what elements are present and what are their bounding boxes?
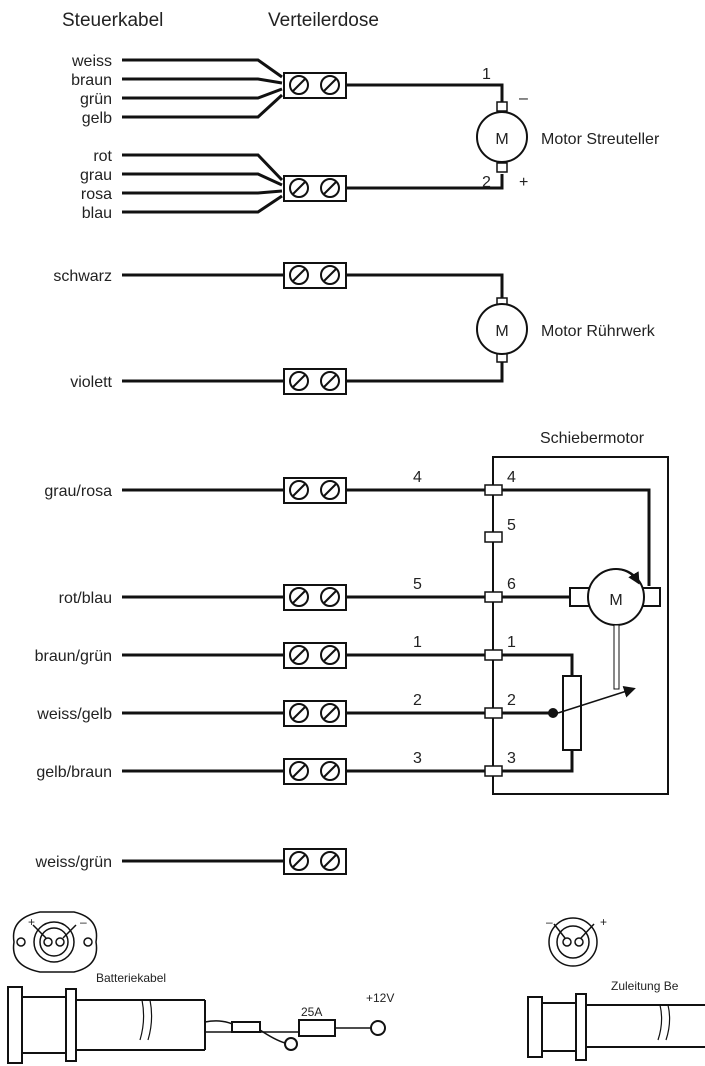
header-junction-box: Verteilerdose [268, 10, 379, 31]
wire-label-braun-gruen: braun/grün [35, 648, 112, 665]
supply-connector-icon [527, 993, 705, 1061]
wire-number: 2 [413, 692, 422, 709]
slider-motor-title: Schiebermotor [540, 430, 645, 447]
pin-number: 5 [507, 517, 516, 534]
wire-label-braun: braun [71, 72, 112, 89]
wire-label-weiss-gelb: weiss/gelb [36, 706, 112, 723]
wire-label-gelb: gelb [82, 110, 112, 127]
voltage-label: +12V [366, 991, 394, 1005]
spreader-motor-symbol: M [495, 131, 508, 148]
agitator-motor-label: Motor Rührwerk [541, 323, 656, 340]
wire-label-schwarz: schwarz [53, 268, 112, 285]
supply-plug-plus: + [600, 915, 607, 929]
spreader-motor-wiring [346, 83, 504, 190]
wire-label-weiss: weiss [71, 53, 112, 70]
pin-number: 1 [507, 634, 516, 651]
battery-plug-plus: + [28, 915, 35, 929]
wire-number: 5 [413, 576, 422, 593]
motor-icon [476, 303, 528, 355]
wire-label-rosa: rosa [81, 186, 112, 203]
spreader-minus: – [519, 90, 528, 107]
motor-icon [476, 111, 528, 163]
agitator-motor-symbol: M [495, 323, 508, 340]
supply-plug-minus: – [546, 915, 553, 929]
wire-label-blau: blau [82, 205, 112, 222]
wire-label-grau-rosa: grau/rosa [44, 483, 112, 500]
slider-motor-symbol: M [609, 592, 622, 609]
terminal-block [283, 368, 347, 395]
battery-cable-label: Batteriekabel [96, 971, 166, 985]
slider-pins [484, 484, 503, 777]
battery-plug-minus: – [80, 915, 87, 929]
wire-label-weiss-gruen: weiss/grün [35, 854, 112, 871]
wire-label-gruen: grün [80, 91, 112, 108]
slider-motor-housing [492, 456, 669, 795]
pin-number: 3 [507, 750, 516, 767]
battery-connector-icon [7, 986, 386, 1064]
wire-label-grau: grau [80, 167, 112, 184]
header-control-cable: Steuerkabel [62, 10, 163, 31]
spreader-pin-2: 2 [482, 174, 491, 191]
wire-label-rot: rot [93, 148, 112, 165]
terminal-block [283, 262, 347, 289]
potentiometer [562, 675, 582, 751]
wire-number: 4 [413, 469, 422, 486]
pin-number: 2 [507, 692, 516, 709]
wire-number: 3 [413, 750, 422, 767]
wire-number: 1 [413, 634, 422, 651]
terminal-block [283, 175, 347, 202]
terminal-block [283, 758, 347, 785]
wire-label-rot-blau: rot/blau [59, 590, 112, 607]
fuse-label: 25A [301, 1005, 322, 1019]
terminal-block [283, 700, 347, 727]
pin-number: 4 [507, 469, 516, 486]
slider-wiring [122, 488, 651, 863]
wire-group-1 [122, 58, 284, 119]
agitator-wiring [122, 273, 504, 383]
terminal-block [283, 584, 347, 611]
spreader-pin-1: 1 [482, 66, 491, 83]
spreader-plus: + [519, 174, 528, 191]
supply-cable-label: Zuleitung Be [611, 979, 679, 993]
spreader-motor-label: Motor Streuteller [541, 131, 660, 148]
wire-label-gelb-braun: gelb/braun [36, 764, 112, 781]
supply-plug-icon [548, 917, 598, 967]
wire-label-violett: violett [70, 374, 112, 391]
wire-group-2 [122, 153, 284, 214]
terminal-block [283, 477, 347, 504]
pin-number: 6 [507, 576, 516, 593]
battery-plug-icon [12, 911, 98, 973]
terminal-block [283, 72, 347, 99]
terminal-block [283, 642, 347, 669]
terminal-block [283, 848, 347, 875]
